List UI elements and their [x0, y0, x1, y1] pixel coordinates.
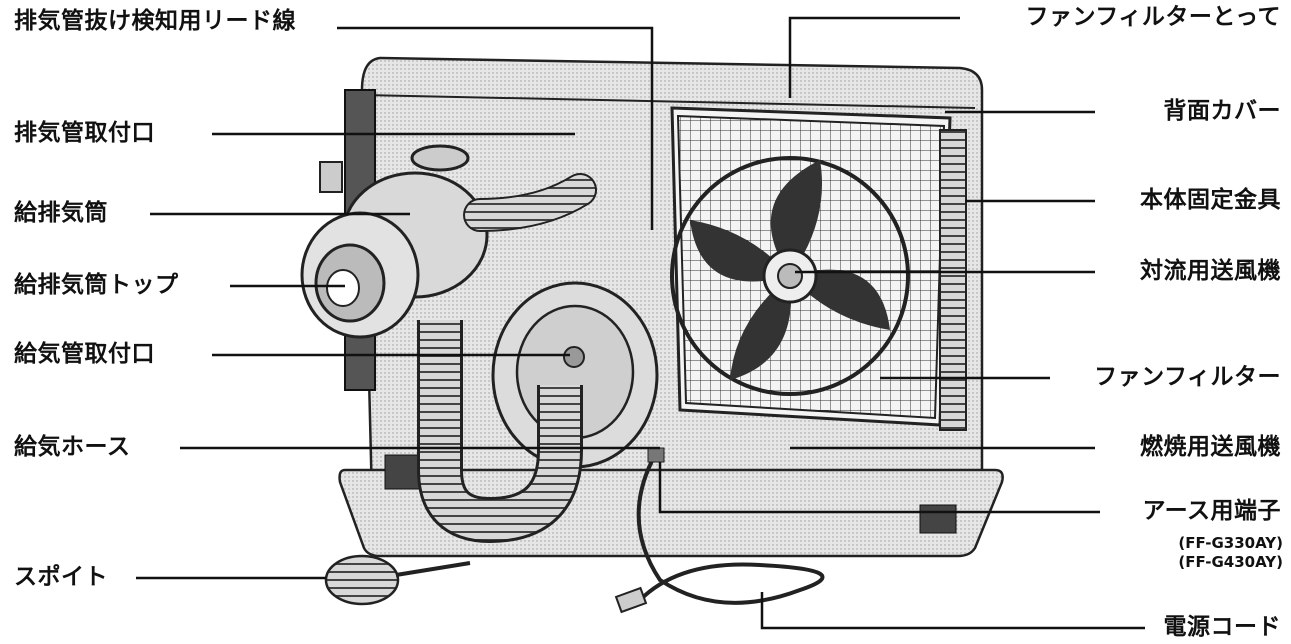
convection-fan [670, 156, 910, 396]
intake-exhaust-tube [300, 144, 489, 339]
label-exhaust-detect-lead: 排気管抜け検知用リード線 [14, 8, 296, 34]
leader-fan-filter-handle [788, 16, 960, 98]
dropper-illustration [324, 554, 471, 606]
label-fan-filter-handle: ファンフィルターとって [1025, 4, 1281, 30]
label-convection-fan: 対流用送風機 [1140, 258, 1281, 284]
label-power-cord: 電源コード [1163, 614, 1281, 640]
model-name: FF-G430AY [1185, 552, 1277, 571]
exhaust-hose [463, 173, 597, 232]
model-name: FF-G330AY [1185, 534, 1277, 552]
label-fan-filter: ファンフィルター [1094, 364, 1281, 390]
label-intake-pipe-mount: 給気管取付口 [14, 341, 155, 367]
earth-terminal-models: (FF-G330AY) (FF-G430AY) [1178, 534, 1283, 572]
label-intake-exhaust-top: 給排気筒トップ [14, 272, 179, 298]
label-exhaust-pipe-mount: 排気管取付口 [14, 120, 155, 146]
leader-exhaust-detect-lead [337, 26, 654, 230]
power-cord [614, 447, 825, 614]
label-intake-exhaust-tube: 給排気筒 [14, 200, 108, 226]
label-combustion-fan: 燃焼用送風機 [1140, 434, 1281, 460]
intake-hose [417, 320, 583, 544]
label-back-cover: 背面カバー [1163, 98, 1281, 124]
leader-earth-terminal [658, 462, 1100, 514]
label-intake-hose: 給気ホース [14, 434, 131, 460]
leader-lines [136, 16, 1145, 630]
label-body-fixing-bracket: 本体固定金具 [1140, 187, 1281, 213]
label-dropper: スポイト [14, 564, 108, 590]
leader-power-cord [760, 592, 1145, 630]
label-earth-terminal: アース用端子 [1142, 498, 1281, 524]
